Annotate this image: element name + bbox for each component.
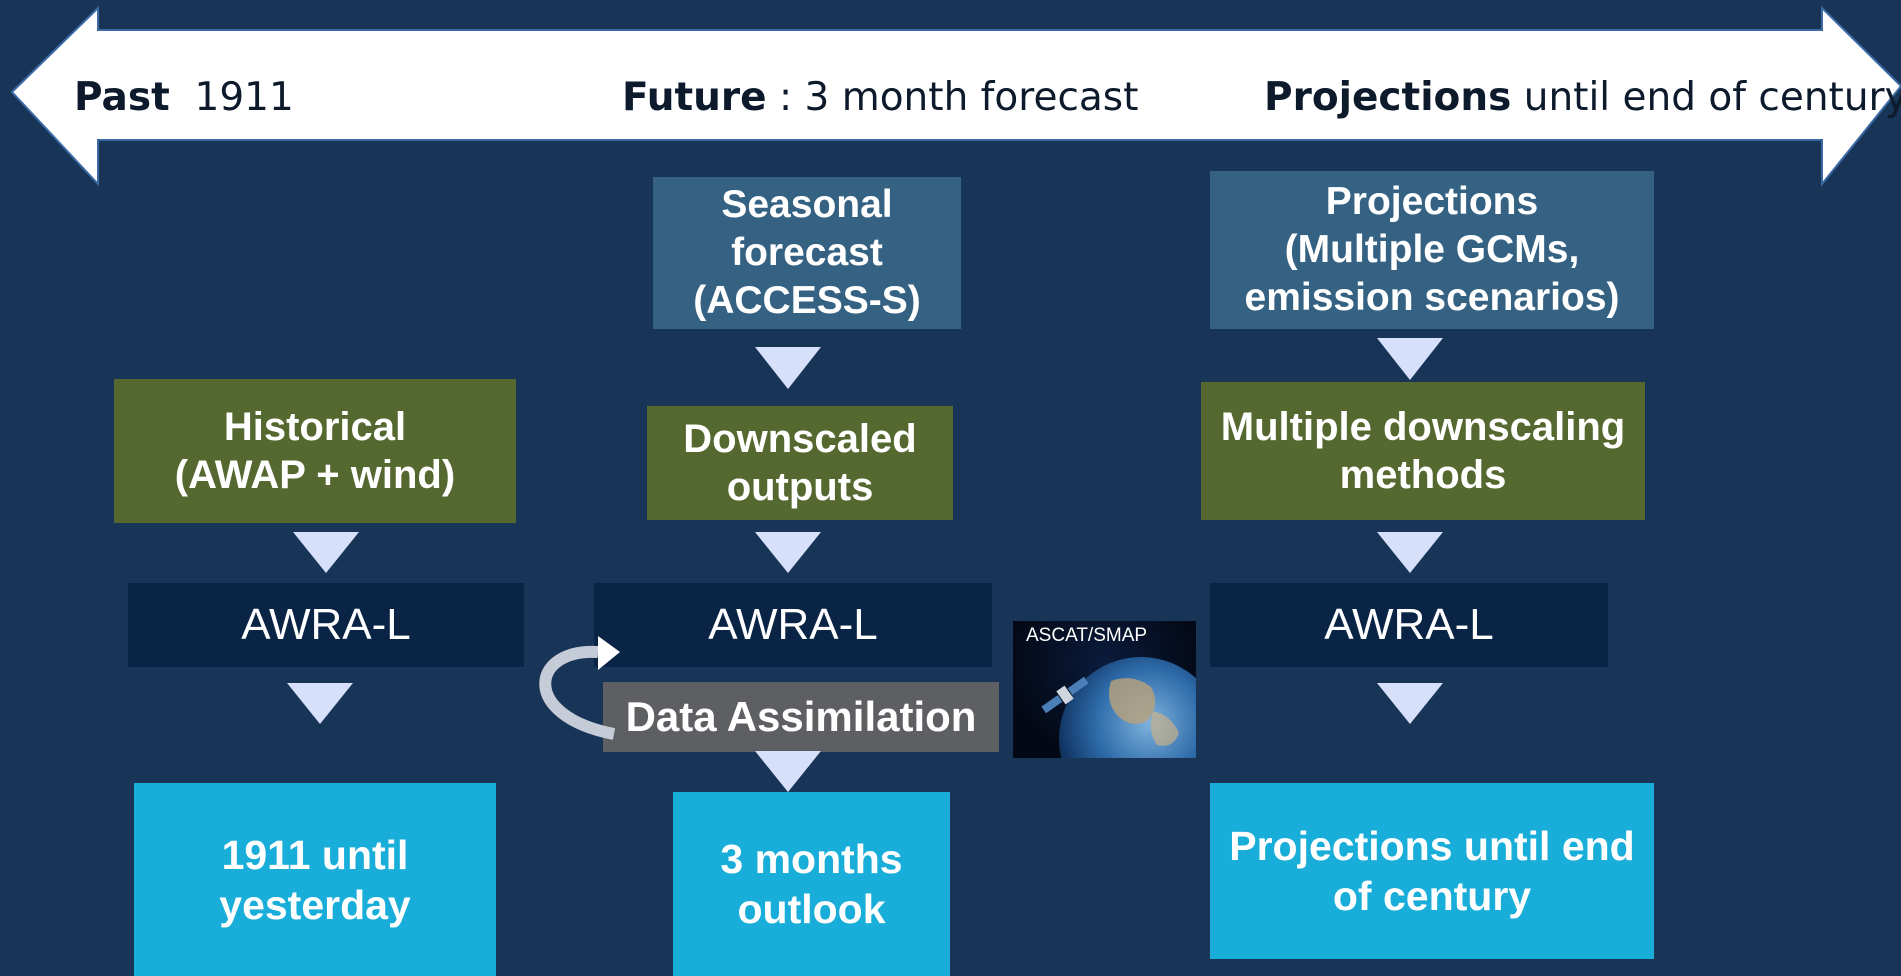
satellite-label: ASCAT/SMAP xyxy=(1026,625,1148,646)
timeline-past: Past 1911 xyxy=(74,75,294,120)
arrow-forecast-2 xyxy=(755,532,821,573)
arrow-historical-1 xyxy=(293,532,359,573)
forecast-awra-box: AWRA-L xyxy=(594,583,992,667)
projections-source-box: Projections (Multiple GCMs, emission sce… xyxy=(1210,171,1654,329)
forecast-output-box: 3 months outlook xyxy=(673,792,950,976)
arrow-projections-3 xyxy=(1377,683,1443,724)
historical-output-box: 1911 until yesterday xyxy=(134,783,496,976)
arrow-forecast-1 xyxy=(755,347,821,389)
arrow-historical-2 xyxy=(287,683,353,724)
historical-awra-box: AWRA-L xyxy=(128,583,524,667)
historical-input-box: Historical (AWAP + wind) xyxy=(114,379,516,523)
multiple-downscaling-box: Multiple downscaling methods xyxy=(1201,382,1645,520)
satellite-image: ASCAT/SMAP xyxy=(1013,621,1196,758)
earth-satellite-icon xyxy=(1041,657,1196,758)
downscaled-outputs-box: Downscaled outputs xyxy=(647,406,953,520)
timeline-projections: Projections until end of century xyxy=(1264,75,1901,120)
projections-output-box: Projections until end of century xyxy=(1210,783,1654,959)
seasonal-forecast-box: Seasonal forecast (ACCESS-S) xyxy=(653,177,961,329)
data-assimilation-box: Data Assimilation xyxy=(603,682,999,752)
arrow-projections-1 xyxy=(1377,338,1443,380)
arrow-forecast-3 xyxy=(755,751,821,792)
arrow-projections-2 xyxy=(1377,532,1443,573)
timeline-future: Future : 3 month forecast xyxy=(622,75,1139,120)
projections-awra-box: AWRA-L xyxy=(1210,583,1608,667)
